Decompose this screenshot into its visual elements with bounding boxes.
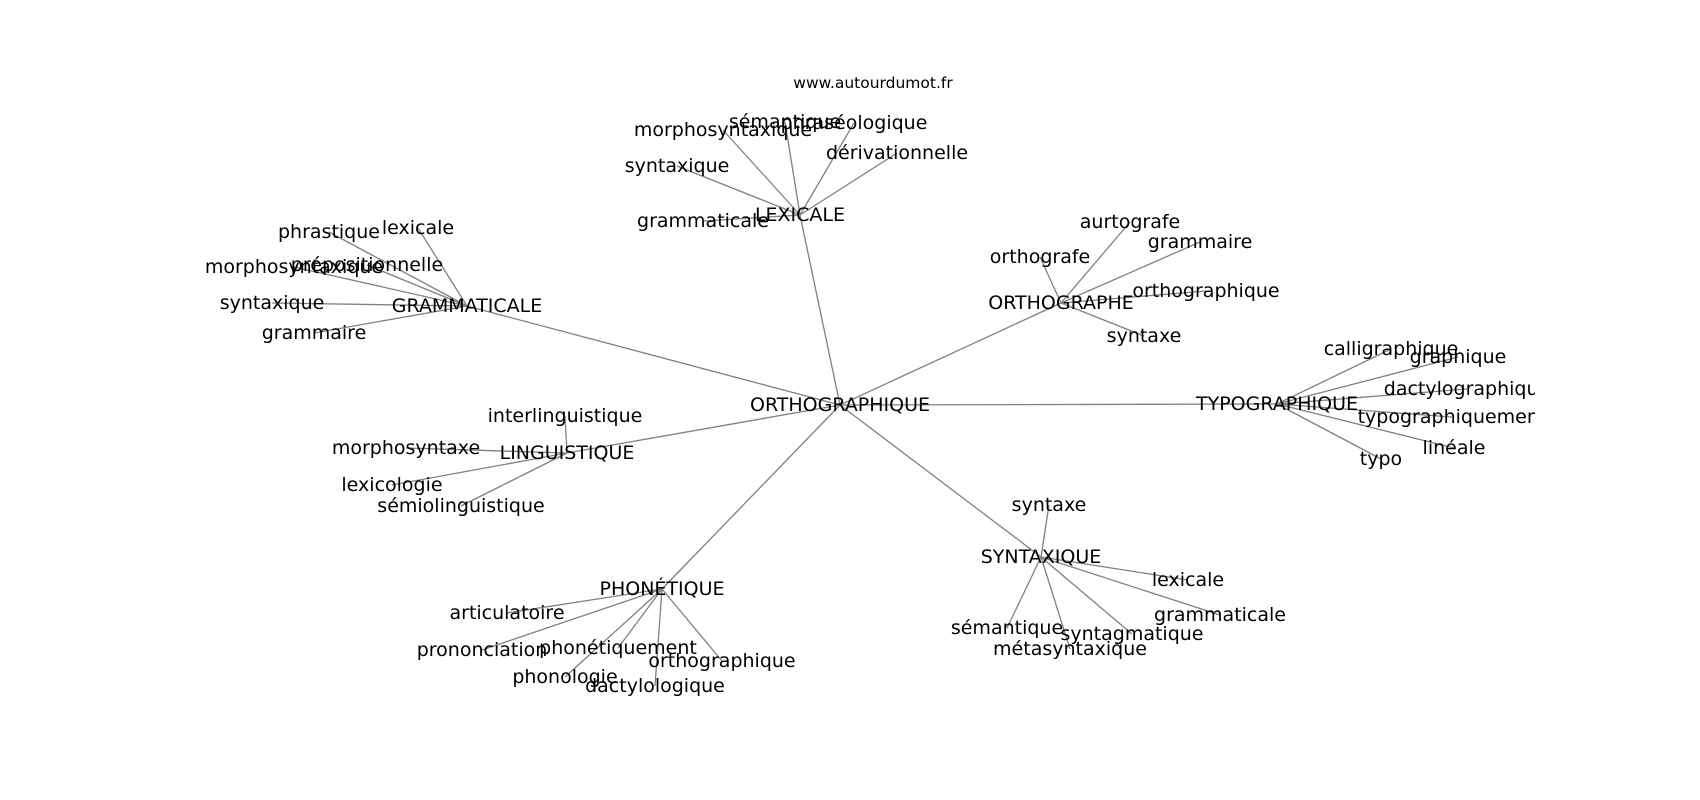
edge-hub-leaf: [1276, 403, 1453, 418]
edge-hub-leaf: [1006, 556, 1042, 629]
edge-hub-leaf: [1040, 556, 1133, 635]
hub-node-label: SYNTAXIQUE: [981, 546, 1102, 568]
edge-hub-leaf: [1040, 504, 1050, 558]
edge-hub-leaf: [799, 152, 898, 216]
edge-hub-leaf: [1276, 356, 1459, 405]
leaf-node-label: phonologie: [512, 666, 617, 688]
leaf-node-label: interlinguistique: [488, 405, 643, 427]
edge-hub-leaf: [460, 452, 568, 507]
leaf-node-label: aurtografe: [1080, 211, 1180, 233]
leaf-node-label: phrastique: [278, 221, 380, 243]
edge-hub-leaf: [328, 231, 468, 307]
edge-hub-leaf: [1276, 388, 1468, 405]
leaf-node-label: grammaire: [262, 322, 367, 344]
leaf-node-label: orthographique: [648, 650, 795, 672]
edge-center-hub: [661, 404, 841, 590]
edge-center-hub: [839, 302, 1062, 406]
edge-center-hub: [466, 305, 841, 406]
leaf-node-label: sémantique: [729, 111, 841, 133]
leaf-node-label: calligraphique: [1324, 338, 1459, 360]
edge-center-hub: [799, 214, 841, 406]
hub-node-label: TYPOGRAPHIQUE: [1195, 393, 1358, 415]
edge-hub-leaf: [661, 588, 723, 662]
edge-center-hub: [566, 404, 841, 454]
leaf-node-label: grammaire: [1148, 231, 1253, 253]
edge-hub-leaf: [293, 266, 468, 307]
leaf-node-label: prononciation: [417, 639, 548, 661]
leaf-node-label: lexicale: [382, 217, 454, 239]
labels: ORTHOGRAPHIQUELEXICALEsémantiquephraséol…: [205, 111, 1550, 697]
hub-node-label: ORTHOGRAPHE: [988, 292, 1134, 314]
hub-node-label: LINGUISTIQUE: [500, 442, 635, 464]
edge-center-hub: [839, 404, 1042, 558]
leaf-node-label: syntaxique: [220, 292, 325, 314]
leaf-node-label: grammaticale: [637, 210, 769, 232]
edge-hub-leaf: [1040, 556, 1189, 581]
center-node-label: ORTHOGRAPHIQUE: [750, 394, 930, 416]
leaf-node-label: orthographique: [1132, 280, 1279, 302]
edge-hub-leaf: [481, 588, 663, 651]
edge-hub-leaf: [1039, 256, 1062, 304]
edge-hub-leaf: [564, 415, 568, 454]
edges: [271, 121, 1468, 687]
leaf-node-label: phonétiquement: [539, 637, 697, 659]
leaf-node-label: articulatoire: [449, 602, 564, 624]
leaf-node-label: grammaticale: [1154, 604, 1286, 626]
leaf-node-label: dactylologique: [585, 675, 725, 697]
edge-hub-leaf: [391, 452, 568, 486]
edge-hub-leaf: [1276, 403, 1382, 460]
leaf-node-label: syntagmatique: [1060, 623, 1203, 645]
edge-hub-leaf: [313, 305, 468, 334]
edge-hub-leaf: [676, 165, 801, 216]
edge-hub-leaf: [1060, 302, 1145, 337]
leaf-node-label: morphosyntaxique: [634, 119, 812, 141]
edge-hub-leaf: [1040, 556, 1221, 616]
leaf-node-label: graphique: [1410, 346, 1507, 368]
source-label: www.autourdumot.fr: [793, 74, 953, 92]
edge-hub-leaf: [617, 588, 663, 649]
leaf-node-label: syntaxe: [1107, 325, 1182, 347]
graph-content: ORTHOGRAPHIQUELEXICALEsémantiquephraséol…: [205, 111, 1550, 697]
edge-hub-leaf: [654, 588, 663, 687]
edge-hub-leaf: [1060, 221, 1131, 304]
edge-hub-leaf: [799, 122, 855, 216]
edge-hub-leaf: [564, 588, 663, 678]
leaf-node-label: linéale: [1423, 437, 1486, 459]
edge-hub-leaf: [702, 214, 801, 222]
leaf-node-label: prépositionnelle: [291, 254, 443, 276]
leaf-node-label: sémantique: [951, 617, 1063, 639]
leaf-node-label: orthografe: [990, 246, 1090, 268]
edge-hub-leaf: [405, 447, 568, 454]
edge-hub-leaf: [1276, 403, 1455, 449]
leaf-node-label: dactylographique: [1384, 378, 1550, 400]
edge-hub-leaf: [1060, 241, 1201, 304]
edge-center-hub: [839, 403, 1278, 406]
edge-hub-leaf: [506, 588, 663, 614]
leaf-node-label: morphosyntaxe: [332, 437, 480, 459]
edge-hub-leaf: [366, 264, 468, 307]
edge-hub-leaf: [1040, 556, 1071, 650]
leaf-node-label: phraséologique: [781, 112, 928, 134]
leaf-node-label: sémiolinguistique: [377, 495, 544, 517]
leaf-node-label: syntaxique: [625, 155, 730, 177]
leaf-node-label: lexicologie: [341, 474, 442, 496]
leaf-node-label: syntaxe: [1012, 494, 1087, 516]
edge-hub-leaf: [784, 121, 801, 216]
leaf-node-label: typo: [1360, 448, 1402, 470]
edge-hub-leaf: [722, 129, 801, 216]
edge-hub-leaf: [1276, 348, 1392, 405]
hub-node-label: GRAMMATICALE: [392, 295, 543, 317]
edge-hub-leaf: [1060, 290, 1207, 304]
leaf-node-label: dérivationnelle: [826, 142, 968, 164]
edge-hub-leaf: [271, 302, 468, 307]
leaf-node-label: lexicale: [1152, 569, 1224, 591]
hub-node-label: PHONÉTIQUE: [600, 577, 725, 600]
leaf-node-label: morphosyntaxique: [205, 256, 383, 278]
edge-hub-leaf: [417, 227, 468, 307]
leaf-node-label: typographiquement: [1358, 406, 1547, 428]
leaf-node-label: métasyntaxique: [993, 638, 1147, 660]
hub-node-label: LEXICALE: [755, 204, 845, 226]
